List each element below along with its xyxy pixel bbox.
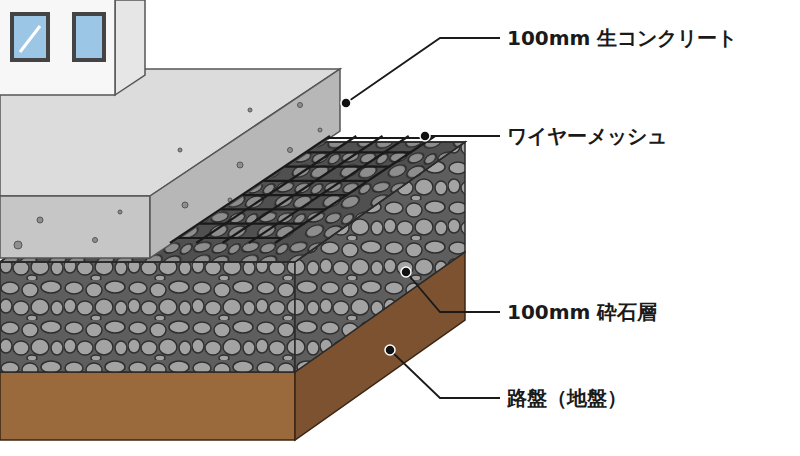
mesh-wire [249, 136, 409, 243]
leader-dots [341, 98, 430, 355]
layer-label: 100mm 砕石層 [505, 300, 659, 324]
concrete-slab [0, 69, 340, 258]
mesh-wire [275, 136, 435, 243]
leader-lines [346, 38, 500, 398]
wire-mesh [170, 136, 435, 243]
building [0, 0, 145, 95]
layer-label: 100mm 生コンクリート [505, 26, 739, 50]
mesh-wire [196, 136, 356, 243]
mesh-wire [170, 136, 330, 243]
layer-label: ワイヤーメッシュ [505, 124, 669, 148]
layer-label: 路盤（地盤） [505, 386, 629, 410]
mesh-wire [223, 136, 383, 243]
